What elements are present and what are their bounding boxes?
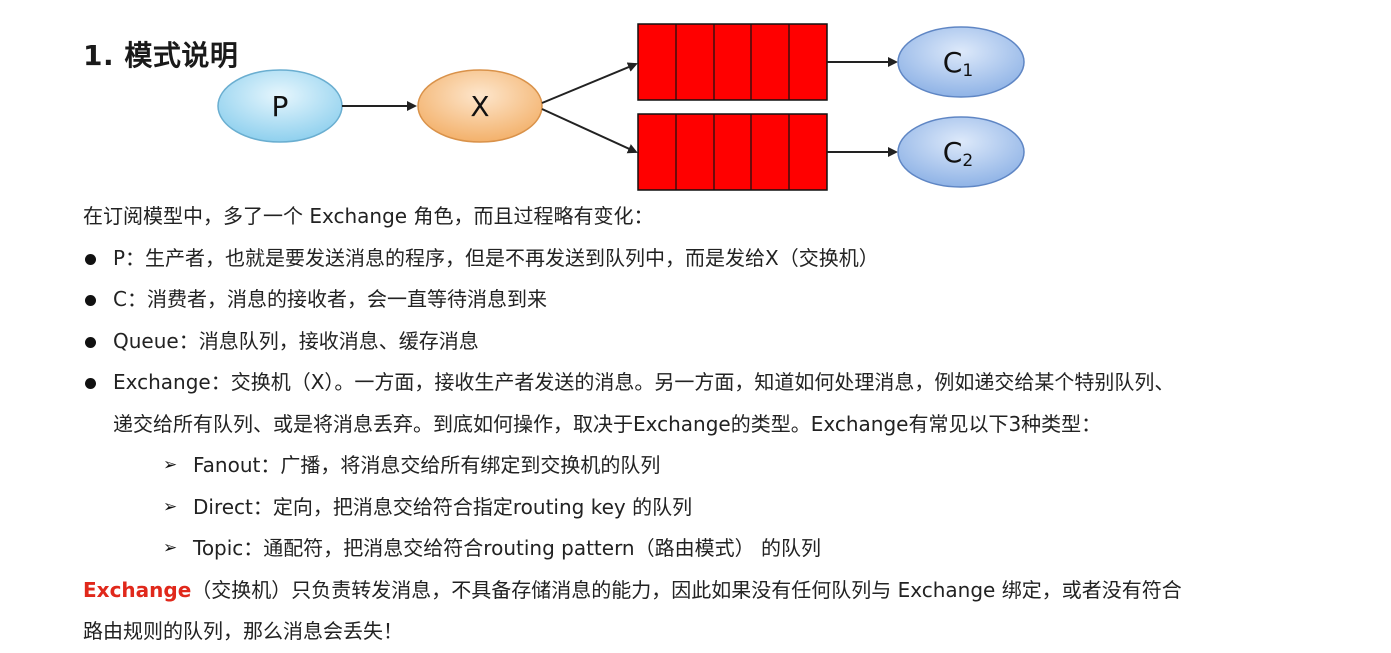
arrow-exchange-queue1: [541, 62, 638, 104]
bullet-producer: P：生产者，也就是要发送消息的程序，但是不再发送到队列中，而是发给X（交换机）: [83, 238, 1373, 280]
queue-2: [637, 113, 828, 191]
consumer-1-node: C1: [897, 26, 1025, 98]
exchange-label: X: [470, 90, 489, 123]
exchange-diagram: P X C1 C2: [217, 23, 1025, 191]
arrow-bullet-icon: ➢: [163, 455, 178, 475]
intro-line: 在订阅模型中，多了一个 Exchange 角色，而且过程略有变化：: [83, 204, 654, 228]
queue-1: [637, 23, 828, 101]
bullet-dot-icon: [85, 295, 96, 306]
exchange-type-topic-text: Topic：通配符，把消息交给符合routing pattern（路由模式） 的…: [193, 536, 821, 560]
consumer-1-subscript: 1: [962, 61, 973, 81]
note-line-2: 路由规则的队列，那么消息会丢失！: [83, 619, 403, 643]
consumer-1-letter: C: [943, 46, 963, 79]
bullet-queue: Queue：消息队列，接收消息、缓存消息: [83, 321, 1373, 363]
note-text: （交换机）只负责转发消息，不具备存储消息的能力，因此如果没有任何队列与 Exch…: [191, 577, 1182, 602]
exchange-type-fanout: ➢ Fanout：广播，将消息交给所有绑定到交换机的队列: [83, 445, 1373, 487]
bullet-queue-text: Queue：消息队列，接收消息、缓存消息: [113, 328, 479, 353]
bullet-producer-text: P：生产者，也就是要发送消息的程序，但是不再发送到队列中，而是发给X（交换机）: [113, 245, 879, 270]
note-line-1: Exchange（交换机）只负责转发消息，不具备存储消息的能力，因此如果没有任何…: [83, 570, 1373, 612]
svg-text:C2: C2: [943, 136, 973, 171]
bullet-exchange-text: Exchange：交换机（X）。一方面，接收生产者发送的消息。另一方面，知道如何…: [113, 370, 1175, 394]
arrow-bullet-icon: ➢: [163, 496, 178, 517]
bullet-exchange-continuation: 递交给所有队列、或是将消息丢弃。到底如何操作，取决于Exchange的类型。Ex…: [113, 411, 1102, 436]
svg-text:C1: C1: [943, 46, 973, 81]
exchange-type-fanout-text: Fanout：广播，将消息交给所有绑定到交换机的队列: [193, 453, 661, 477]
note-keyword: Exchange: [83, 577, 192, 602]
exchange-type-direct: ➢ Direct：定向，把消息交给符合指定routing key 的队列: [83, 487, 1373, 529]
bullet-dot-icon: [85, 378, 96, 389]
producer-label: P: [272, 90, 289, 123]
explanation-body: 在订阅模型中，多了一个 Exchange 角色，而且过程略有变化： P：生产者，…: [83, 196, 1373, 653]
consumer-2-node: C2: [897, 116, 1025, 188]
bullet-dot-icon: [85, 253, 96, 265]
consumer-2-subscript: 2: [962, 151, 973, 171]
consumer-2-letter: C: [943, 136, 963, 169]
bullet-exchange: Exchange：交换机（X）。一方面，接收生产者发送的消息。另一方面，知道如何…: [83, 362, 1373, 404]
bullet-consumer: C：消费者，消息的接收者，会一直等待消息到来: [83, 279, 1373, 321]
bullet-consumer-text: C：消费者，消息的接收者，会一直等待消息到来: [113, 287, 547, 311]
exchange-type-direct-text: Direct：定向，把消息交给符合指定routing key 的队列: [193, 494, 693, 519]
exchange-node: X: [417, 69, 543, 143]
arrow-bullet-icon: ➢: [163, 538, 178, 558]
exchange-type-topic: ➢ Topic：通配符，把消息交给符合routing pattern（路由模式）…: [83, 528, 1373, 570]
arrow-exchange-queue2: [541, 108, 638, 154]
section-heading: 1. 模式说明: [83, 39, 239, 72]
bullet-dot-icon: [85, 336, 96, 348]
producer-node: P: [217, 69, 343, 143]
